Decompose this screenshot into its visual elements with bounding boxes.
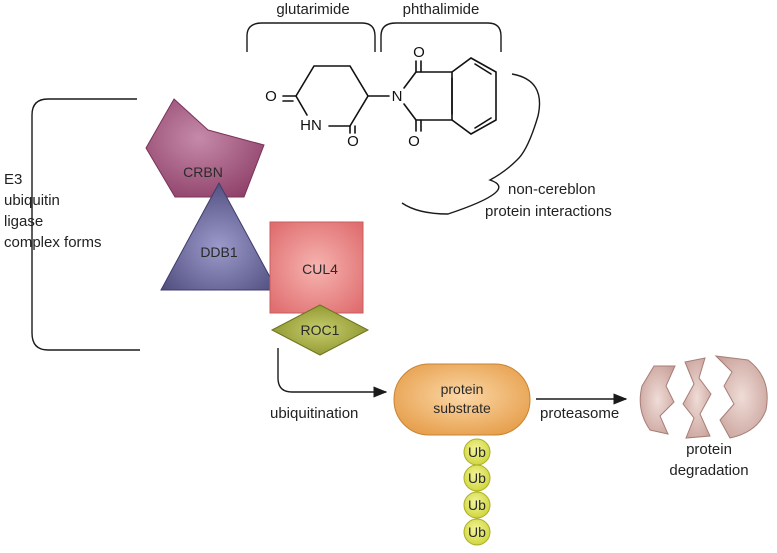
e3-complex-bracket: [31, 98, 140, 351]
protein-substrate: protein substrate: [393, 363, 531, 436]
atom-o-left: O: [265, 88, 277, 105]
substrate-label-line2: substrate: [433, 400, 491, 416]
ubiquitin-label-4: Ub: [468, 524, 486, 540]
degradation-label-line1: protein: [686, 441, 732, 458]
atom-hn: HN: [300, 117, 322, 134]
e3-label-line3: ligase: [4, 213, 43, 230]
glutarimide-label: glutarimide: [276, 1, 349, 18]
thalidomide-molecule: O HN O N O O: [265, 44, 497, 150]
atom-o-bottom-right: O: [408, 133, 420, 150]
cul4-label: CUL4: [302, 261, 338, 277]
atom-o-top: O: [413, 44, 425, 61]
roc1-protein: ROC1: [270, 304, 370, 356]
phthalimide-bracket: [380, 22, 502, 52]
ubiquitin-label-3: Ub: [468, 497, 486, 513]
ubiquitin-label-2: Ub: [468, 470, 486, 486]
degraded-protein: [639, 355, 768, 439]
ubiquitination-arrow: [277, 348, 388, 398]
ubiquitin-chain: Ub Ub Ub Ub: [463, 438, 491, 546]
non-cereblon-bracket: [401, 73, 541, 215]
ubiquitin-label-1: Ub: [468, 444, 486, 460]
ubiquitin-2: [463, 464, 491, 492]
ubiquitin-4: [463, 518, 491, 546]
roc1-label: ROC1: [301, 322, 340, 338]
degradation-label-line2: degradation: [669, 462, 748, 479]
e3-label-line1: E3: [4, 171, 22, 188]
phthalimide-label: phthalimide: [403, 1, 480, 18]
non-cereblon-label-line1: non-cereblon: [508, 181, 596, 198]
cul4-protein: CUL4: [269, 221, 364, 314]
proteasome-label: proteasome: [540, 405, 619, 422]
non-cereblon-label-line2: protein interactions: [485, 203, 612, 220]
atom-o-bottom: O: [347, 133, 359, 150]
ubiquitin-3: [463, 491, 491, 519]
crbn-protein: CRBN: [145, 98, 265, 198]
ddb1-protein: DDB1: [160, 181, 278, 291]
ubiquitination-label: ubiquitination: [270, 405, 358, 422]
e3-label-line2: ubiquitin: [4, 192, 60, 209]
glutarimide-bracket: [246, 22, 376, 52]
ddb1-label: DDB1: [200, 244, 238, 260]
atom-n: N: [392, 88, 403, 105]
substrate-label-line1: protein: [441, 381, 484, 397]
e3-label-line4: complex forms: [4, 234, 102, 251]
crbn-label: CRBN: [183, 164, 223, 180]
